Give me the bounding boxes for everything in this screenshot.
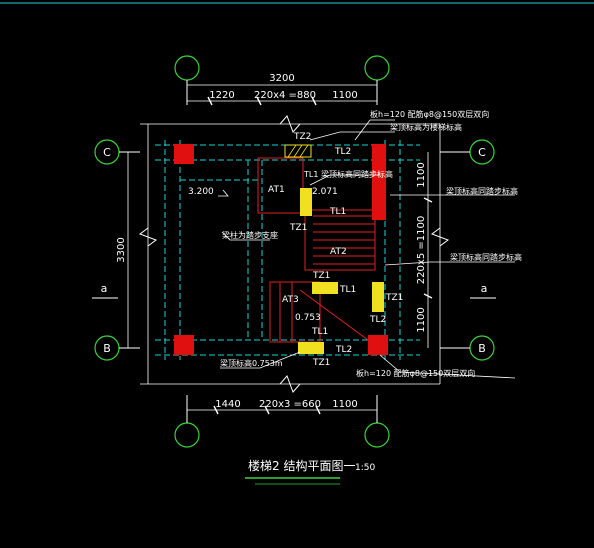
dim-top-3: 1100 [332,90,357,101]
break-mark-bottom [279,375,301,393]
column-c-left [174,144,194,164]
level-top: 3.200 [188,187,214,197]
axis-circle-bottom-left [174,422,200,448]
label-at1: AT1 [268,185,285,195]
level-symbol-top [218,189,229,197]
label-at2: AT2 [330,247,347,257]
label-tz1-bottom: TZ1 [312,358,330,368]
section-mark-left: a [101,282,108,295]
label-tz2: TZ2 [293,132,311,142]
tick-top-3 [311,96,317,106]
hatch-2 [293,144,303,158]
axis-label-b-left: B [103,342,111,355]
leader-bottom-slab [379,354,516,379]
tick-right-1 [423,197,433,203]
note-top-slab: 板h=120 配筋φ8@150双层双向 [370,109,489,119]
axis-label-c-right: C [478,146,486,159]
post-tz1-top [300,188,312,216]
dim-bottom-2: 220x3 =660 [259,399,321,410]
stair-at3-outline [269,281,321,343]
dim-bottom-1: 1440 [215,399,240,410]
dim-top-2: 220x4 =880 [254,90,316,101]
dim-right-3: 1100 [416,307,427,332]
dim-overall-depth: 3300 [116,237,127,262]
dim-right-2: 220x5 =1100 [416,216,427,284]
leader-right-2 [384,261,515,266]
note-right-1: 梁顶标高同踏步标高 [446,186,518,196]
break-mark-right [430,227,450,247]
level-mid: 0.753 [295,313,321,323]
drawing-title: 楼梯2 结构平面图一 [248,458,355,473]
label-tl2-bottom: TL2 [335,345,352,355]
post-tz2-hatched [284,144,312,158]
leader-bottom-level [220,351,301,369]
dim-bottom-3: 1100 [332,399,357,410]
axis-circle-top-right [364,55,390,81]
dim-top-1: 1220 [209,90,234,101]
post-tz1-right [372,282,384,312]
label-tl1-bottom: TL1 [311,327,328,337]
break-mark-top [279,115,301,133]
note-support: 梁柱为踏步支座 [222,230,278,240]
label-tl1-top: TL1 [329,207,346,217]
leader-support [221,231,270,241]
leader-top-slab [354,119,395,141]
tick-bottom-3 [315,405,321,415]
drawing-scale: 1:50 [355,463,375,473]
note-right-2: 梁顶标高同踏步标高 [450,252,522,262]
post-tz1-mid [312,282,338,294]
label-tl2-top: TL2 [334,147,351,157]
post-tz1-bottom [298,342,324,354]
dim-right-1: 1100 [416,162,427,187]
tick-top-2 [256,96,262,106]
dim-overall-width: 3200 [269,73,294,84]
label-tl1-mid: TL1 [339,285,356,295]
label-tz1-top: TZ1 [289,223,307,233]
label-tz1-right: TZ1 [385,293,403,303]
column-b-left [174,335,194,355]
tick-bottom-1 [213,405,219,415]
column-b-right [368,335,388,355]
column-c-right [372,144,386,220]
axis-label-b-right: B [478,342,486,355]
break-mark-left [138,227,158,247]
note-bottom-slab: 板h=120 配筋φ8@150双层双向 [356,368,475,378]
axis-label-c-left: C [103,146,111,159]
axis-circle-top-left [174,55,200,81]
stair-diagonal [299,289,369,341]
hatch-1 [287,144,297,158]
leader-tl1 [309,174,380,186]
hatch-3 [299,144,309,158]
tick-bottom-2 [264,405,270,415]
label-tz1-mid: TZ1 [312,271,330,281]
section-mark-right: a [481,282,488,295]
tick-top-1 [207,96,213,106]
tick-right-2 [423,293,433,299]
leader-top-beam [309,131,395,141]
axis-circle-bottom-right [364,422,390,448]
stair-at1-outline [257,157,304,214]
note-bottom-level: 梁顶标高0.753m [220,358,283,368]
label-tl2-mid: TL2 [369,315,386,325]
note-top-beam: 梁顶标高为楼梯标高 [390,122,462,132]
note-tl1: TL1 梁顶标高同踏步标高 [303,169,393,179]
level-mid2: 2.071 [312,187,338,197]
label-at3: AT3 [282,295,299,305]
